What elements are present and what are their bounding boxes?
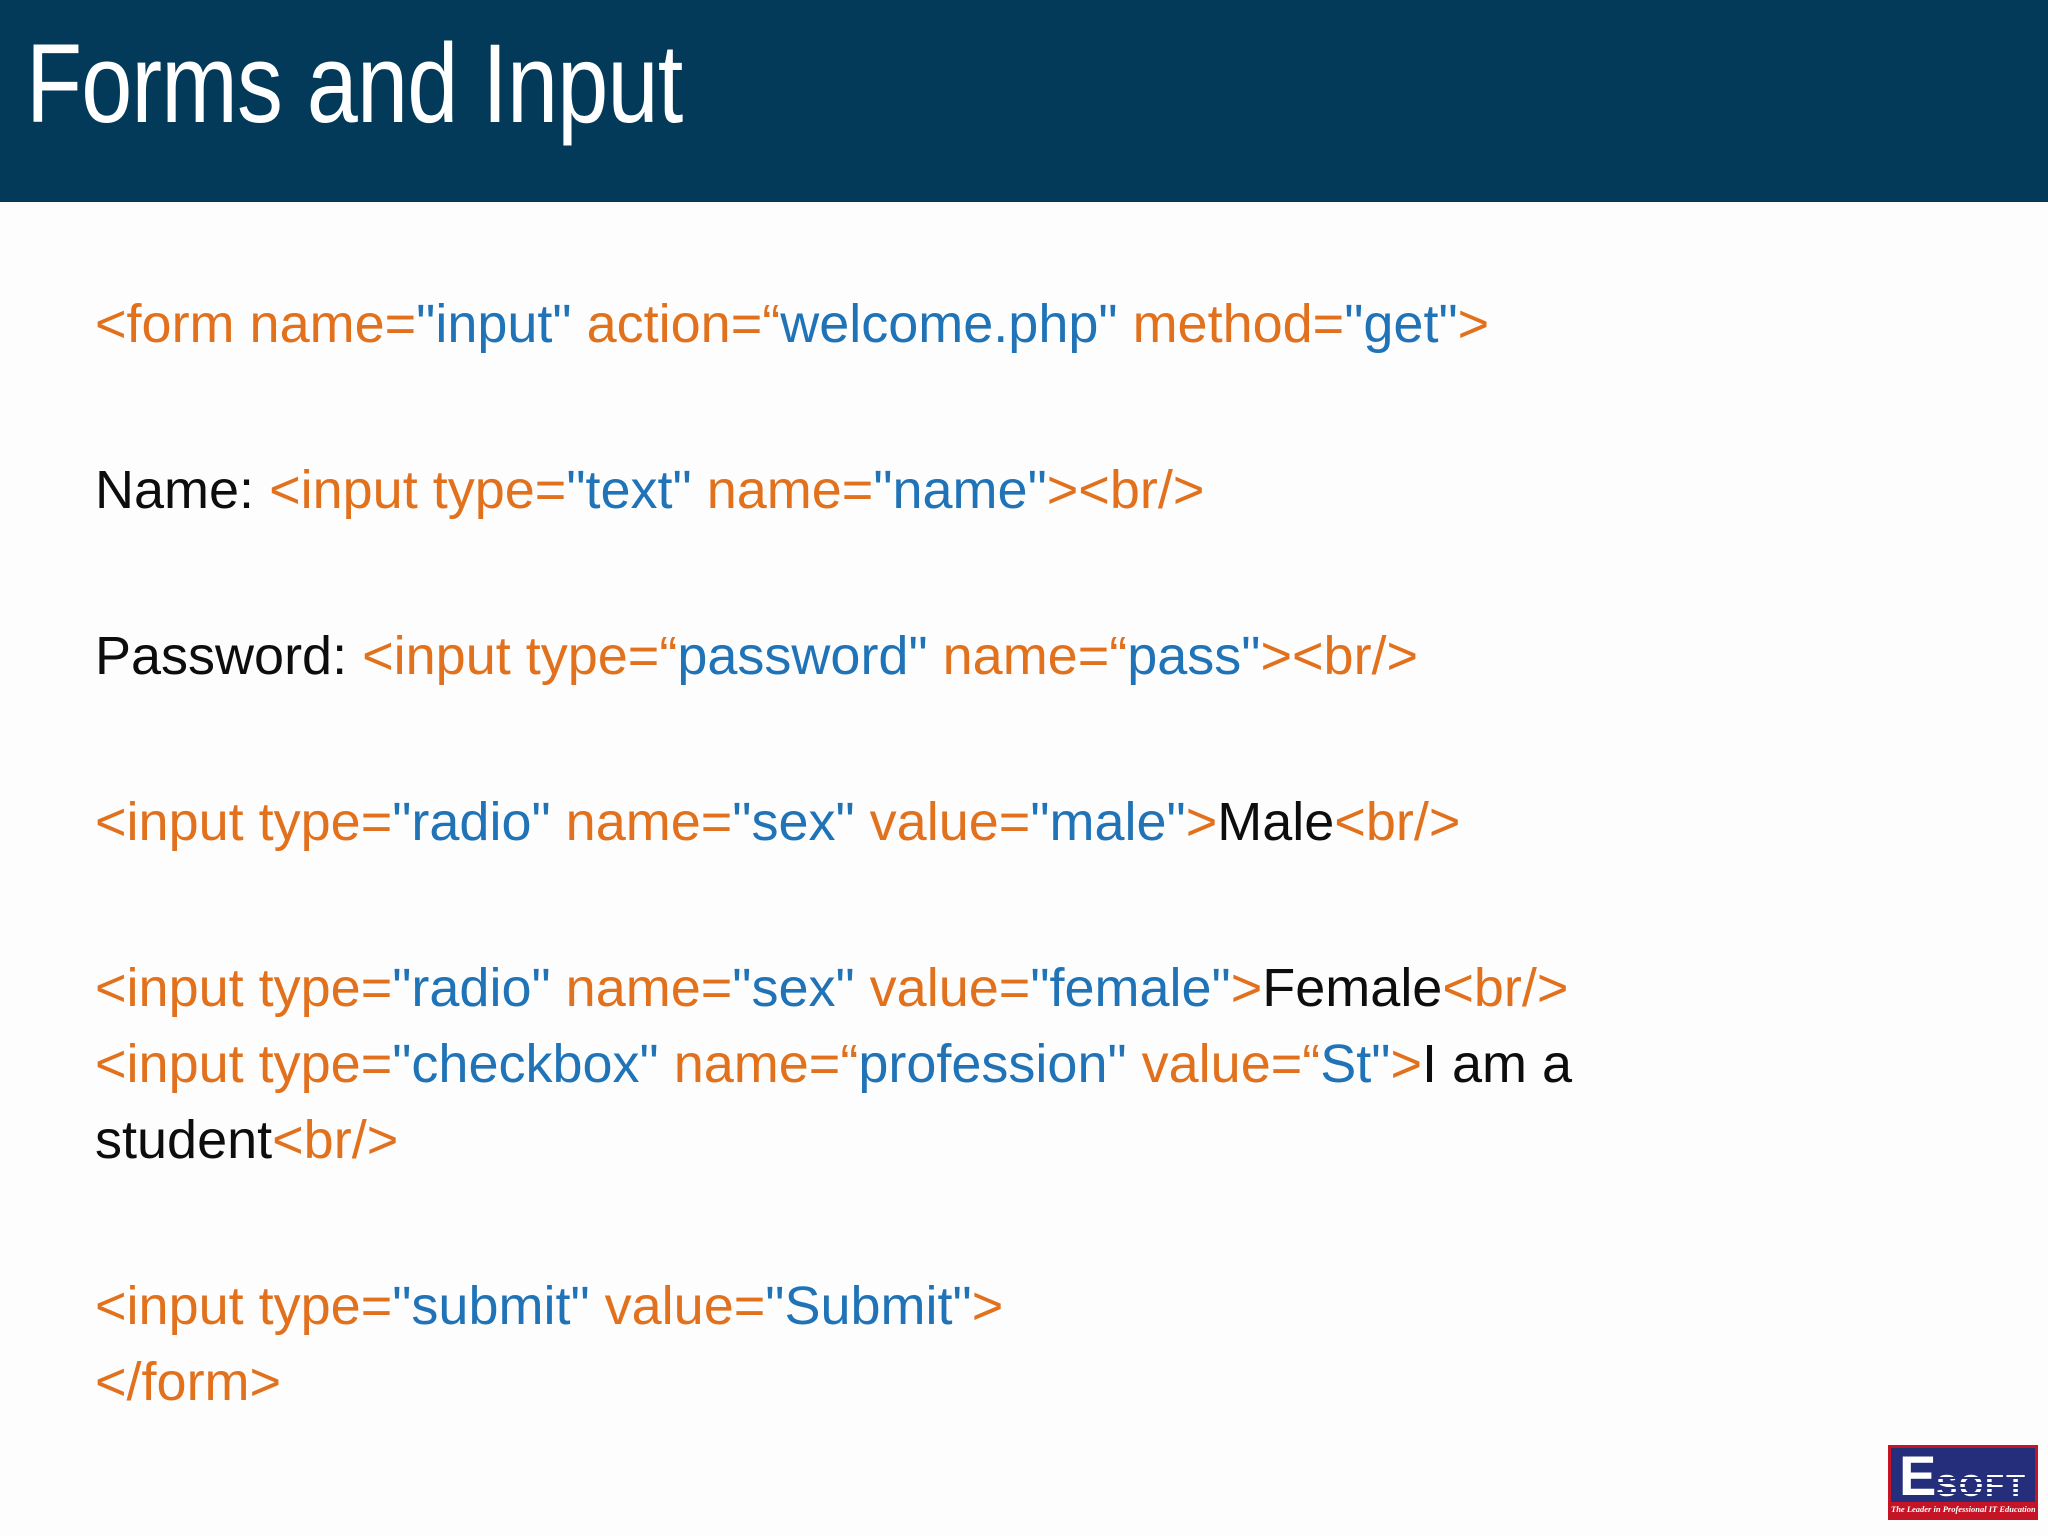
code-segment: "radio" [392, 792, 551, 852]
code-line: <input type="checkbox" name=“profession"… [95, 1026, 2008, 1102]
code-segment: profession" [858, 1034, 1127, 1094]
code-segment: <input type= [95, 958, 393, 1018]
code-segment: ><br/> [1260, 626, 1419, 686]
code-segment: <input type=“ [362, 626, 678, 686]
code-segment: > [1230, 958, 1263, 1018]
code-segment: pass" [1127, 626, 1261, 686]
code-segment: > [1185, 792, 1218, 852]
code-area: <form name="input" action=“welcome.php" … [95, 202, 2008, 1510]
code-segment: Male [1217, 792, 1335, 852]
code-segment: name=“ [927, 626, 1128, 686]
code-segment: name= [550, 792, 733, 852]
code-segment: I am a [1422, 1034, 1573, 1094]
code-paragraph: <input type="radio" name="sex" value="fe… [95, 950, 2008, 1178]
code-segment: <input type= [95, 792, 393, 852]
code-line: <input type="radio" name="sex" value="ma… [95, 784, 2008, 860]
code-segment: name= [691, 460, 874, 520]
code-segment: "female" [1030, 958, 1231, 1018]
esoft-logo: E SOFT The Leader in Professional IT Edu… [1888, 1443, 2038, 1520]
esoft-logo-letter-e: E [1898, 1443, 1937, 1507]
code-segment: "sex" [732, 792, 855, 852]
code-segment: value=“ [1126, 1034, 1321, 1094]
code-segment: value= [589, 1276, 766, 1336]
code-paragraph: <input type="radio" name="sex" value="ma… [95, 784, 2008, 860]
esoft-logo-tagline: The Leader in Professional IT Education [1891, 1501, 2035, 1517]
code-segment: > [1390, 1034, 1423, 1094]
code-line: <input type="radio" name="sex" value="fe… [95, 950, 2008, 1026]
code-line: <form name="input" action=“welcome.php" … [95, 286, 2008, 362]
code-segment: name= [550, 958, 733, 1018]
page-title: Forms and Input [26, 21, 683, 146]
code-segment: student [95, 1110, 273, 1170]
code-segment: <input type= [269, 460, 567, 520]
code-segment: "get" [1344, 294, 1458, 354]
code-segment: value= [854, 958, 1031, 1018]
esoft-logo-wordmark: E SOFT [1891, 1443, 2035, 1507]
code-segment: Name: [95, 460, 270, 520]
code-segment: method= [1117, 294, 1345, 354]
code-segment: "input" [416, 294, 572, 354]
code-paragraph: Name: <input type="text" name="name"><br… [95, 452, 2008, 528]
code-line: student<br/> [95, 1102, 2008, 1178]
code-segment: "Submit" [765, 1276, 972, 1336]
code-segment: action=“ [571, 294, 781, 354]
code-segment: <br/> [1442, 958, 1569, 1018]
code-segment: Password: [95, 626, 363, 686]
code-segment: > [1457, 294, 1490, 354]
code-segment: "radio" [392, 958, 551, 1018]
code-segment: <input type= [95, 1276, 393, 1336]
code-segment: welcome.php" [780, 294, 1118, 354]
code-line: Password: <input type=“password" name=“p… [95, 618, 2008, 694]
code-segment: "male" [1030, 792, 1186, 852]
code-segment: "submit" [392, 1276, 590, 1336]
code-segment: <br/> [272, 1110, 399, 1170]
code-segment: > [971, 1276, 1004, 1336]
esoft-logo-soft-text: SOFT [1936, 1467, 2028, 1503]
code-segment: password" [677, 626, 928, 686]
code-segment: </form> [95, 1352, 282, 1412]
title-bar: Forms and Input [0, 0, 2048, 202]
code-paragraph: <input type="submit" value="Submit"> </fo… [95, 1268, 2008, 1420]
code-segment: "checkbox" [392, 1034, 659, 1094]
code-segment: value= [854, 792, 1031, 852]
code-segment: "sex" [732, 958, 855, 1018]
code-line: Name: <input type="text" name="name"><br… [95, 452, 2008, 528]
code-segment: name=“ [658, 1034, 859, 1094]
code-segment: St" [1320, 1034, 1391, 1094]
code-segment: <form name= [95, 294, 417, 354]
code-segment: "name" [873, 460, 1047, 520]
code-segment: Female [1262, 958, 1443, 1018]
code-paragraph: <form name="input" action=“welcome.php" … [95, 286, 2008, 362]
code-line: <input type="submit" value="Submit"> [95, 1268, 2008, 1344]
code-line: </form> [95, 1344, 2008, 1420]
code-paragraph: Password: <input type=“password" name=“p… [95, 618, 2008, 694]
code-segment: <input type= [95, 1034, 393, 1094]
code-segment: "text" [566, 460, 692, 520]
code-segment: <br/> [1334, 792, 1461, 852]
code-segment: ><br/> [1046, 460, 1205, 520]
